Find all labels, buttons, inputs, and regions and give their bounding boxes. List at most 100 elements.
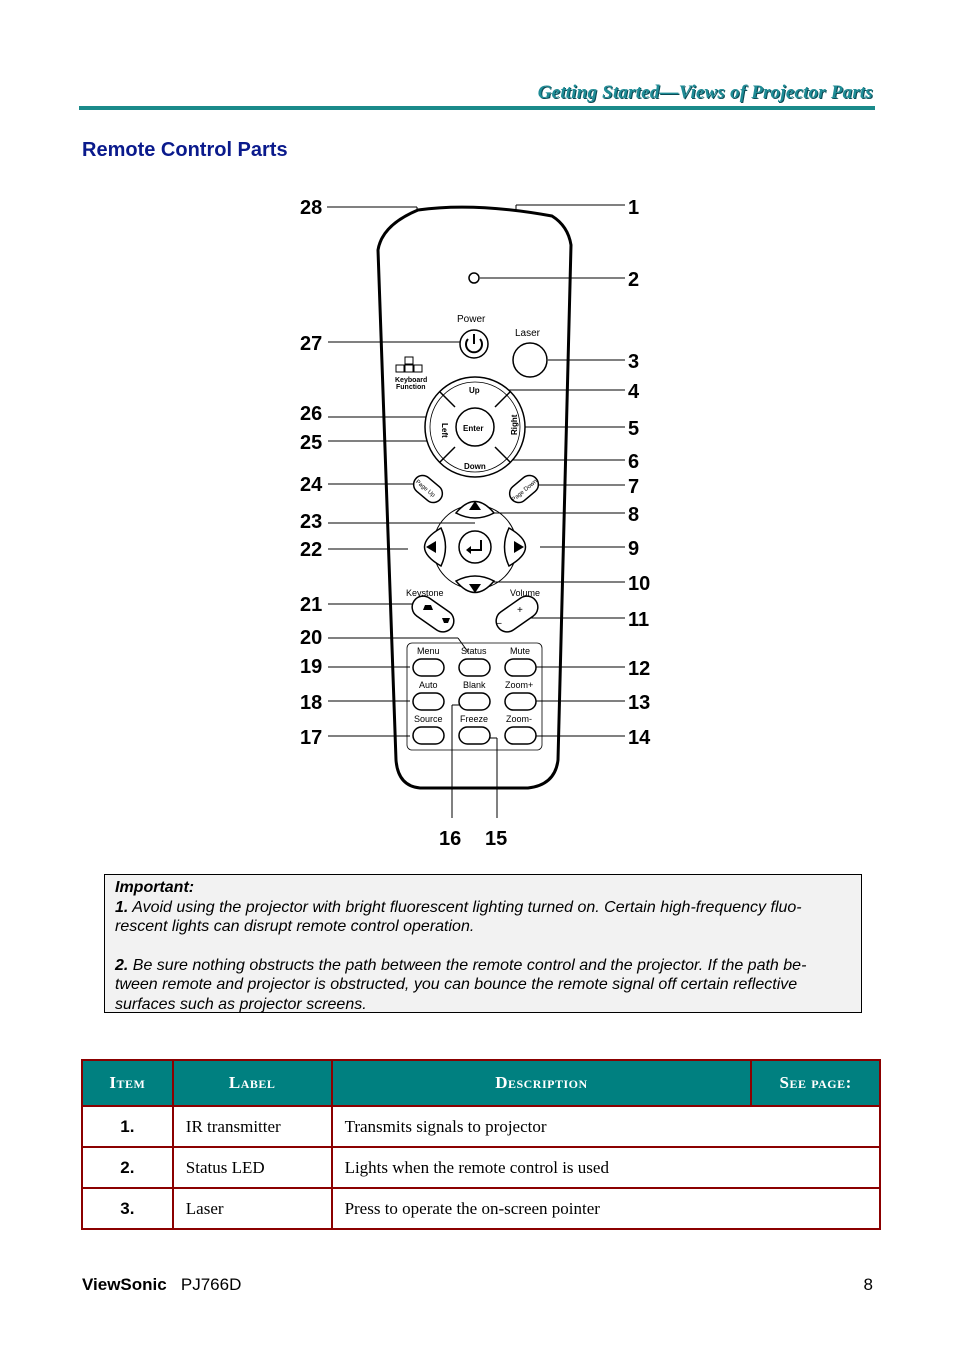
function-button-panel — [406, 642, 543, 751]
table-cell-item: 3. — [81, 1187, 174, 1230]
mute-label: Mute — [510, 646, 530, 656]
callout-19: 19 — [300, 656, 322, 678]
table-cell-label: IR transmitter — [171, 1105, 333, 1148]
keyboard-function-label-2: Function — [396, 384, 426, 391]
zoom-minus-label: Zoom- — [506, 714, 532, 724]
callout-10: 10 — [628, 573, 650, 595]
table-cell-description: Transmits signals to projector — [330, 1105, 882, 1148]
status-button[interactable] — [458, 658, 491, 677]
table-cell-label: Status LED — [171, 1146, 333, 1189]
important-note-1: 1. Avoid using the projector with bright… — [115, 898, 851, 937]
power-button[interactable] — [459, 329, 489, 359]
table-cell-label: Laser — [171, 1187, 333, 1230]
footer-brand: ViewSonic PJ766D — [82, 1275, 241, 1295]
volume-minus-icon: – — [496, 618, 502, 629]
menu-label: Menu — [417, 646, 440, 656]
volume-button[interactable] — [492, 592, 542, 636]
callout-4: 4 — [628, 381, 640, 403]
enter-button[interactable] — [455, 407, 495, 447]
header-title: Getting Started—Views of Projector Parts — [537, 82, 873, 103]
callout-20: 20 — [300, 627, 322, 649]
zoom-minus-button[interactable] — [504, 726, 537, 745]
down-button[interactable]: Down — [464, 462, 486, 471]
laser-button[interactable] — [512, 342, 548, 378]
status-label: Status — [461, 646, 487, 656]
callout-14: 14 — [628, 727, 651, 749]
cursor-up-button[interactable] — [454, 500, 496, 519]
blank-button[interactable] — [458, 692, 491, 711]
status-led — [468, 272, 480, 284]
freeze-label: Freeze — [460, 714, 488, 724]
callout-1: 1 — [628, 197, 639, 219]
note-2-number: 2. — [115, 956, 129, 974]
note-2-text: Be sure nothing obstructs the path betwe… — [115, 956, 807, 1013]
menu-button[interactable] — [412, 658, 445, 677]
callout-3: 3 — [628, 351, 639, 373]
left-button[interactable]: Left — [440, 423, 449, 438]
keystone-label: Keystone — [406, 588, 444, 598]
callout-27: 27 — [300, 333, 322, 355]
table-row: 2. Status LED Lights when the remote con… — [81, 1146, 882, 1189]
keyboard-function-label-1: Keyboard — [395, 377, 427, 384]
cursor-left-button[interactable] — [423, 526, 447, 568]
table-header-see-page: See page: — [750, 1059, 881, 1107]
zoom-plus-button[interactable] — [504, 692, 537, 711]
note-1-number: 1. — [115, 898, 129, 916]
page-up-button[interactable] — [410, 472, 446, 506]
callout-13: 13 — [628, 692, 650, 714]
cursor-enter-button[interactable] — [458, 530, 492, 564]
right-button[interactable]: Right — [510, 414, 519, 435]
header-rule — [79, 106, 875, 110]
callout-8: 8 — [628, 504, 639, 526]
auto-label: Auto — [419, 680, 438, 690]
callout-26: 26 — [300, 403, 322, 425]
remote-control-diagram: 1 2 3 4 5 6 7 8 9 10 11 12 13 14 15 16 1… — [300, 197, 651, 850]
callout-2: 2 — [628, 269, 639, 291]
page-down-button[interactable] — [506, 472, 542, 506]
freeze-button[interactable] — [458, 726, 491, 745]
keystone-down-icon — [442, 618, 450, 623]
callout-7: 7 — [628, 476, 639, 498]
table-row: 3. Laser Press to operate the on-screen … — [81, 1187, 882, 1230]
cursor-down-button[interactable] — [454, 575, 496, 594]
power-label: Power — [457, 314, 486, 325]
table-cell-item: 1. — [81, 1105, 174, 1148]
triangle-left-icon — [426, 541, 436, 553]
cursor-right-button[interactable] — [503, 526, 527, 568]
important-note-box: Important: 1. Avoid using the projector … — [104, 874, 862, 1013]
important-note-2: 2. Be sure nothing obstructs the path be… — [115, 956, 851, 1015]
auto-button[interactable] — [412, 692, 445, 711]
source-label: Source — [414, 714, 443, 724]
callout-18: 18 — [300, 692, 322, 714]
source-button[interactable] — [412, 726, 445, 745]
volume-plus-icon: + — [517, 605, 523, 616]
return-arrow-icon — [468, 540, 482, 551]
callout-24: 24 — [300, 474, 323, 496]
volume-label: Volume — [510, 588, 540, 598]
table-cell-description: Press to operate the on-screen pointer — [330, 1187, 882, 1230]
blank-label: Blank — [463, 680, 486, 690]
table-header-row: Item Label Description See page: — [81, 1059, 881, 1107]
callout-9: 9 — [628, 538, 639, 560]
callout-12: 12 — [628, 658, 650, 680]
zoom-plus-label: Zoom+ — [505, 680, 533, 690]
keystone-button[interactable] — [408, 592, 458, 636]
enter-label: Enter — [463, 424, 483, 433]
brand-name: ViewSonic — [82, 1275, 167, 1294]
keyboard-function-icon — [395, 356, 423, 373]
triangle-down-icon — [469, 584, 481, 593]
power-icon — [465, 338, 483, 354]
table-header-description: Description — [330, 1059, 753, 1107]
callout-5: 5 — [628, 418, 639, 440]
callout-11: 11 — [628, 609, 649, 631]
page-number: 8 — [863, 1275, 873, 1294]
important-heading: Important: — [115, 879, 195, 896]
triangle-right-icon — [514, 541, 524, 553]
up-button[interactable]: Up — [469, 386, 480, 395]
keystone-up-icon — [423, 605, 433, 610]
mute-button[interactable] — [504, 658, 537, 677]
callout-6: 6 — [628, 451, 639, 473]
note-1-text: Avoid using the projector with bright fl… — [115, 898, 802, 936]
table-header-item: Item — [81, 1059, 174, 1107]
parts-table: Item Label Description See page: 1. IR t… — [81, 1059, 882, 1230]
